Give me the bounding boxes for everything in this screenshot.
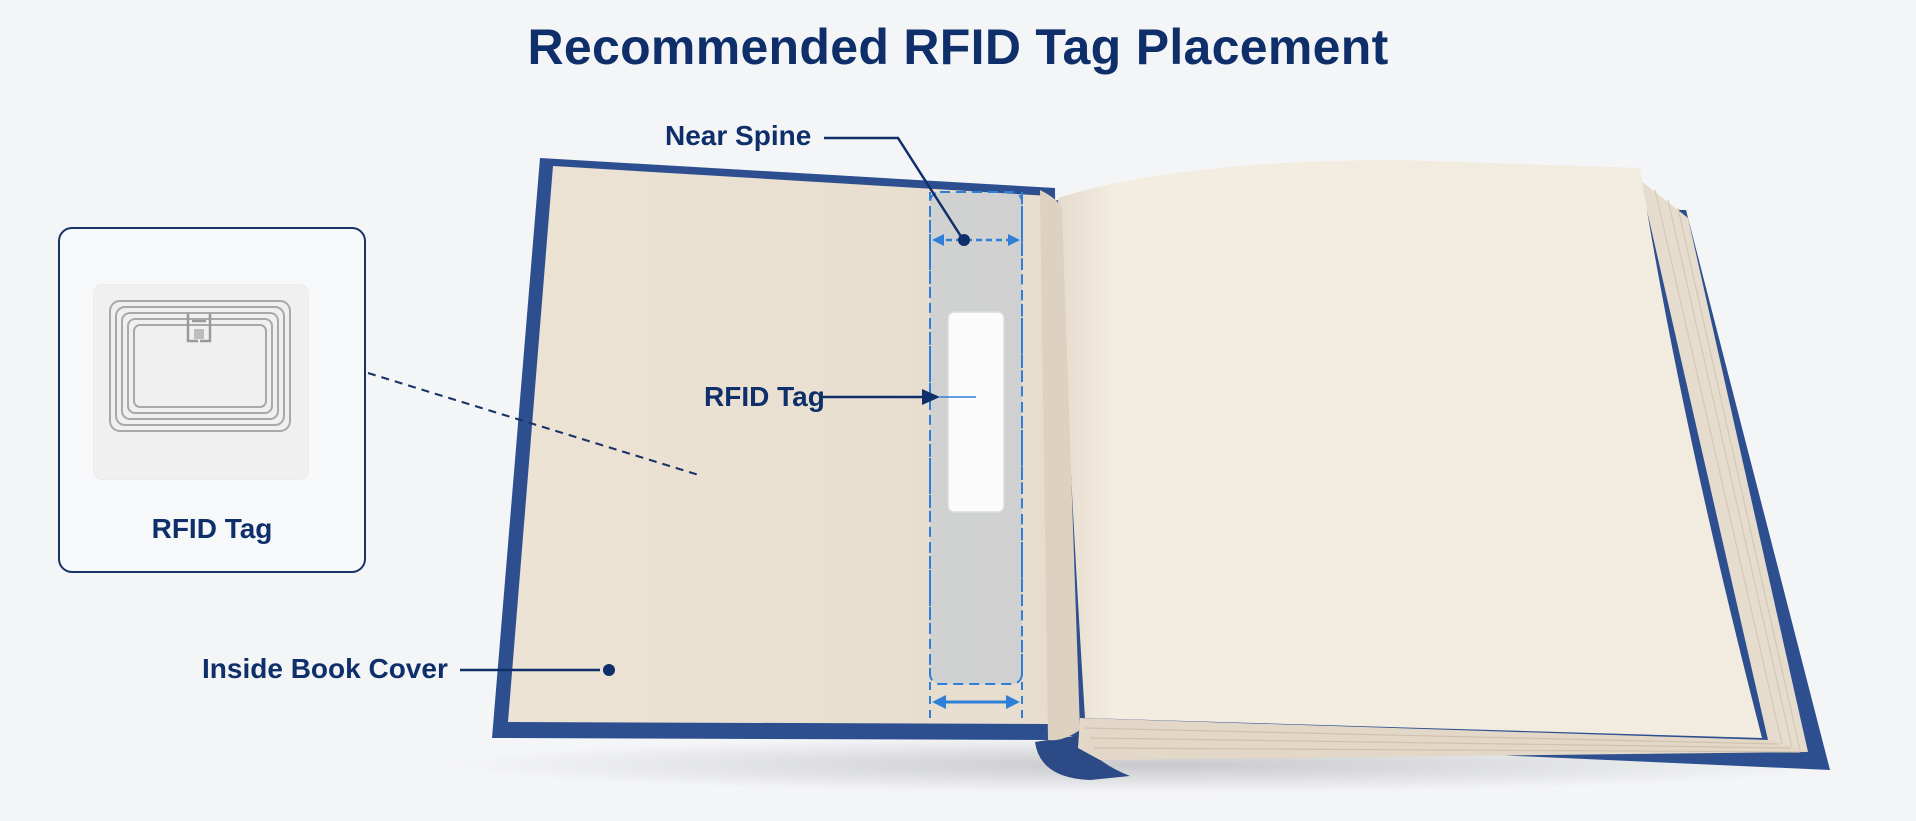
rfid-tag-illustration [93,284,309,480]
near-spine-leader [824,136,964,239]
rfid-tag-arrowhead [922,389,940,405]
inside-cover-dot [603,664,615,676]
inset-rfid-tag-label: RFID Tag [151,513,273,544]
inset-connector [367,372,703,477]
rfid-tag-label: RFID Tag [704,381,825,412]
diagram-title: Recommended RFID Tag Placement [527,19,1389,75]
page-edge-lines [1654,189,1801,751]
rfid-tag-strip [947,311,1005,513]
near-spine-dot [958,234,970,246]
rfid-chip [186,313,212,343]
spine-bottom [1035,735,1130,780]
inside-cover-endpaper [508,166,1052,724]
spine-gutter [1040,190,1080,741]
right-page [1058,160,1762,738]
zone-width-arrow-top [932,234,1020,246]
rfid-antenna-coil [109,300,291,432]
near-spine-label: Near Spine [665,120,812,151]
rfid-tag-inset: RFID Tag [58,227,366,573]
page-stack-lines [1084,727,1801,753]
page-block-side [1640,180,1808,752]
zone-width-arrow-bottom [932,695,1020,709]
inside-book-cover-label: Inside Book Cover [202,653,448,684]
